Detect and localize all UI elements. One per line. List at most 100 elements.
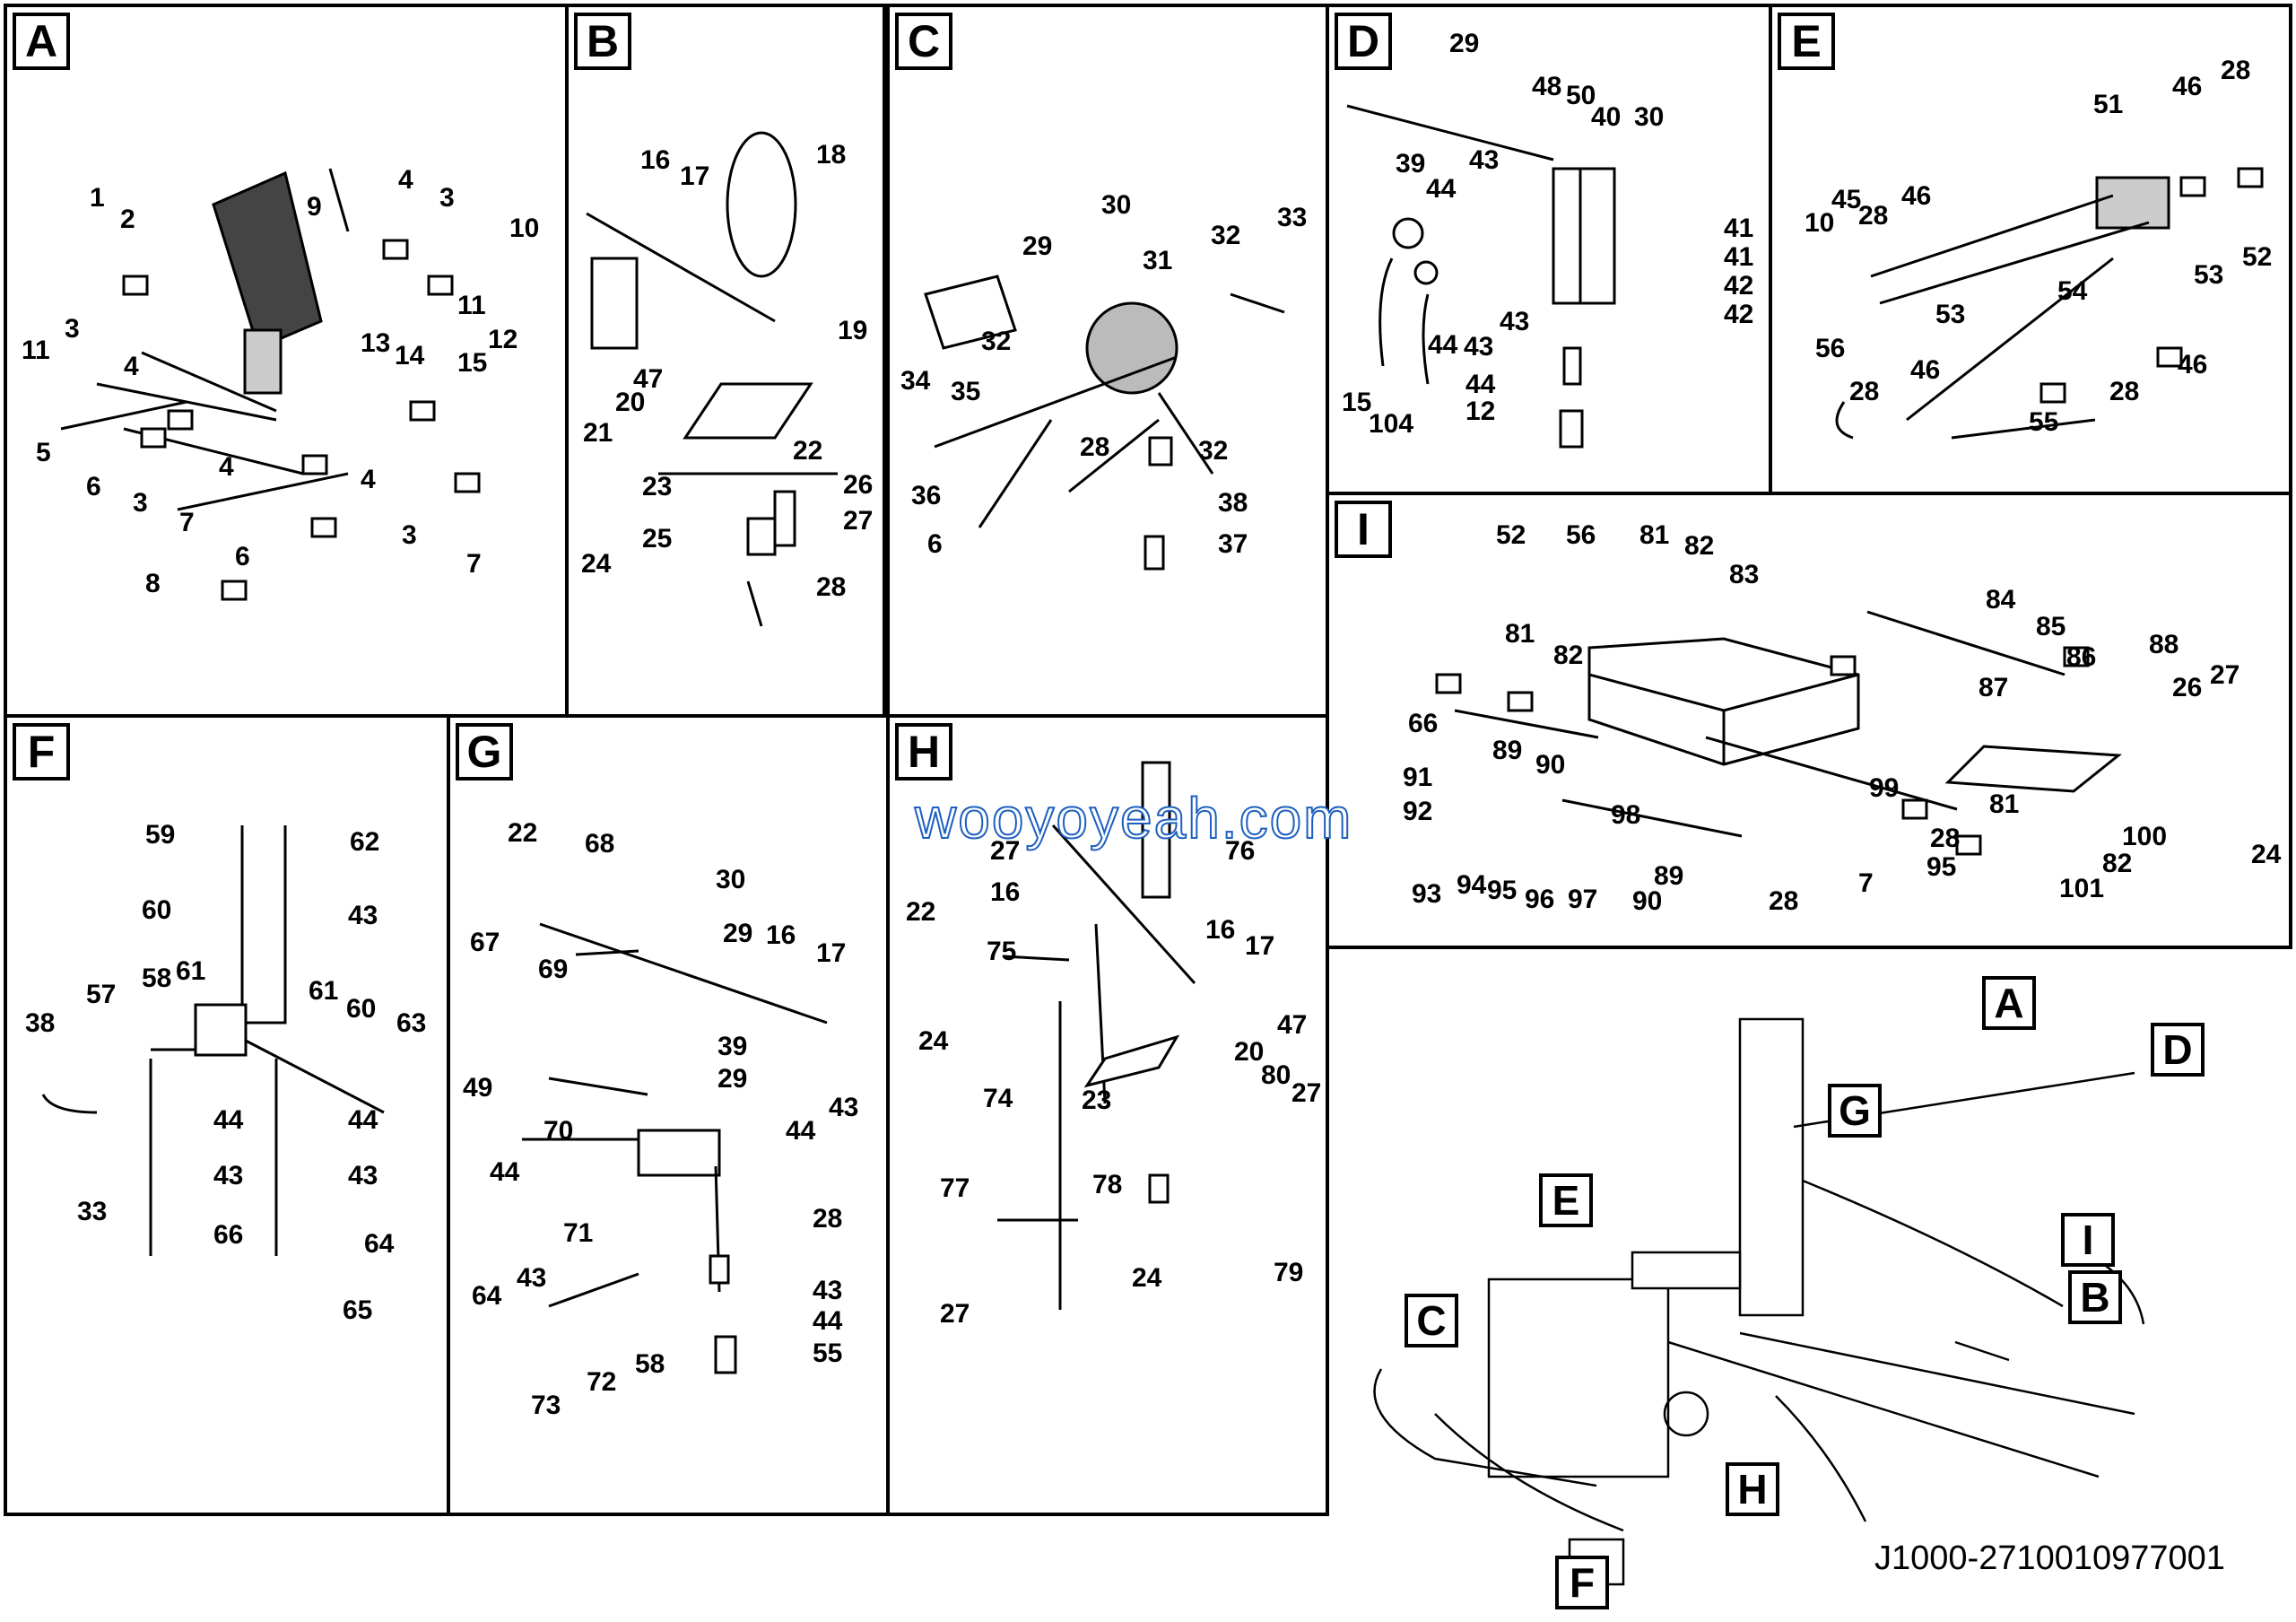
panel-label: H	[895, 723, 952, 780]
part-number: 24	[1132, 1263, 1162, 1293]
part-number: 27	[843, 506, 874, 536]
part-number: 71	[563, 1218, 594, 1248]
part-number: 43	[213, 1161, 244, 1190]
part-number: 95	[1487, 876, 1518, 905]
part-number: 25	[642, 524, 673, 554]
part-number: 28	[1080, 432, 1110, 462]
overview-callout-b: B	[2068, 1270, 2122, 1324]
part-number: 28	[1930, 824, 1961, 853]
part-number: 5	[36, 438, 51, 467]
part-number: 78	[1092, 1170, 1123, 1199]
part-number: 17	[680, 161, 710, 191]
part-number: 44	[1426, 174, 1457, 204]
part-number: 51	[2093, 90, 2124, 119]
part-number: 26	[843, 470, 874, 500]
part-number: 9	[307, 192, 322, 222]
part-number: 69	[538, 955, 569, 984]
part-number: 80	[1261, 1060, 1292, 1090]
part-number: 32	[1198, 436, 1229, 466]
panel-label: E	[1778, 13, 1835, 70]
part-number: 11	[22, 336, 50, 365]
part-number: 83	[1729, 560, 1760, 589]
part-number: 6	[86, 472, 101, 501]
part-number: 43	[1500, 307, 1530, 336]
part-number: 28	[816, 572, 847, 602]
panel-b: B 16 17 18 19 20 21 22 23 24 25 26 27 28…	[565, 4, 886, 718]
part-number: 28	[1849, 377, 1880, 406]
part-number: 68	[585, 829, 615, 859]
part-number: 47	[1277, 1010, 1308, 1040]
overview-area: A D G E I B C H F	[1327, 947, 2292, 1618]
part-number: 21	[583, 418, 613, 448]
part-number: 72	[587, 1367, 617, 1397]
part-number: 6	[235, 542, 250, 571]
part-number: 43	[829, 1093, 859, 1122]
panel-h-drawing	[997, 761, 1196, 1310]
part-number: 85	[2036, 612, 2066, 641]
panel-a-drawing	[60, 168, 481, 601]
part-number: 23	[1082, 1086, 1112, 1115]
part-number: 4	[219, 452, 234, 482]
part-number: 64	[364, 1229, 395, 1259]
part-number: 89	[1492, 736, 1523, 765]
part-number: 19	[838, 316, 868, 345]
part-number: 77	[940, 1173, 970, 1203]
panel-c-drawing	[924, 275, 1285, 571]
part-number: 44	[1465, 370, 1496, 399]
part-number: 24	[581, 549, 612, 579]
part-number: 7	[179, 508, 195, 537]
part-number: 46	[1901, 181, 1932, 211]
part-number: 17	[1245, 931, 1275, 961]
overview-callout-g: G	[1828, 1084, 1882, 1138]
part-number: 44	[348, 1105, 378, 1135]
part-number: 27	[990, 836, 1021, 866]
part-number: 93	[1412, 879, 1442, 909]
part-number: 10	[1805, 208, 1835, 238]
part-number: 99	[1869, 773, 1900, 803]
part-number: 1	[90, 183, 105, 213]
part-number: 44	[786, 1116, 816, 1146]
part-number: 12	[488, 325, 518, 354]
part-number: 16	[1205, 915, 1236, 945]
part-number: 28	[1858, 201, 1889, 231]
part-number: 81	[1505, 619, 1535, 649]
part-number: 75	[987, 937, 1017, 966]
part-number: 16	[990, 877, 1021, 907]
part-number: 17	[816, 938, 847, 968]
part-number: 92	[1403, 797, 1433, 826]
part-number: 3	[65, 314, 80, 344]
part-number: 82	[1684, 531, 1715, 561]
part-number: 16	[640, 145, 671, 175]
part-number: 73	[531, 1391, 561, 1420]
part-number: 34	[900, 366, 931, 396]
part-number: 89	[1654, 861, 1684, 891]
overview-callout-f: F	[1555, 1556, 1609, 1609]
part-number: 32	[1211, 221, 1241, 250]
part-number: 70	[544, 1116, 574, 1146]
panel-label: I	[1335, 501, 1392, 558]
part-number: 48	[1532, 72, 1562, 101]
part-number: 32	[981, 327, 1012, 356]
overview-callout-c: C	[1405, 1294, 1458, 1347]
part-number: 33	[77, 1197, 108, 1226]
part-number: 63	[396, 1008, 427, 1038]
panel-e: E 51 46 28 45 10 28 46 52 53 54 53 56 28…	[1769, 4, 2292, 495]
part-number: 3	[133, 488, 148, 518]
part-number: 61	[176, 956, 206, 986]
panel-i-drawing	[1435, 610, 2122, 856]
part-number: 52	[1496, 520, 1526, 550]
part-number: 28	[2221, 56, 2251, 85]
part-number: 82	[1553, 641, 1584, 670]
part-number: 30	[1101, 190, 1132, 220]
panel-h: H 27 76 16 22 75 16 17 24 47 20 74 80 27…	[886, 714, 1329, 1516]
part-number: 87	[1979, 673, 2009, 702]
part-number: 44	[1428, 330, 1458, 360]
part-number: 38	[25, 1008, 56, 1038]
part-number: 30	[716, 865, 746, 894]
panel-a: A 1 2 3 3 3 3 4 4 4 4 5 6 6 7 7 8 9 10 1…	[4, 4, 569, 718]
part-number: 4	[361, 465, 376, 494]
part-number: 58	[142, 964, 172, 993]
part-number: 23	[642, 472, 673, 501]
part-number: 60	[346, 994, 377, 1024]
part-number: 57	[86, 980, 117, 1009]
